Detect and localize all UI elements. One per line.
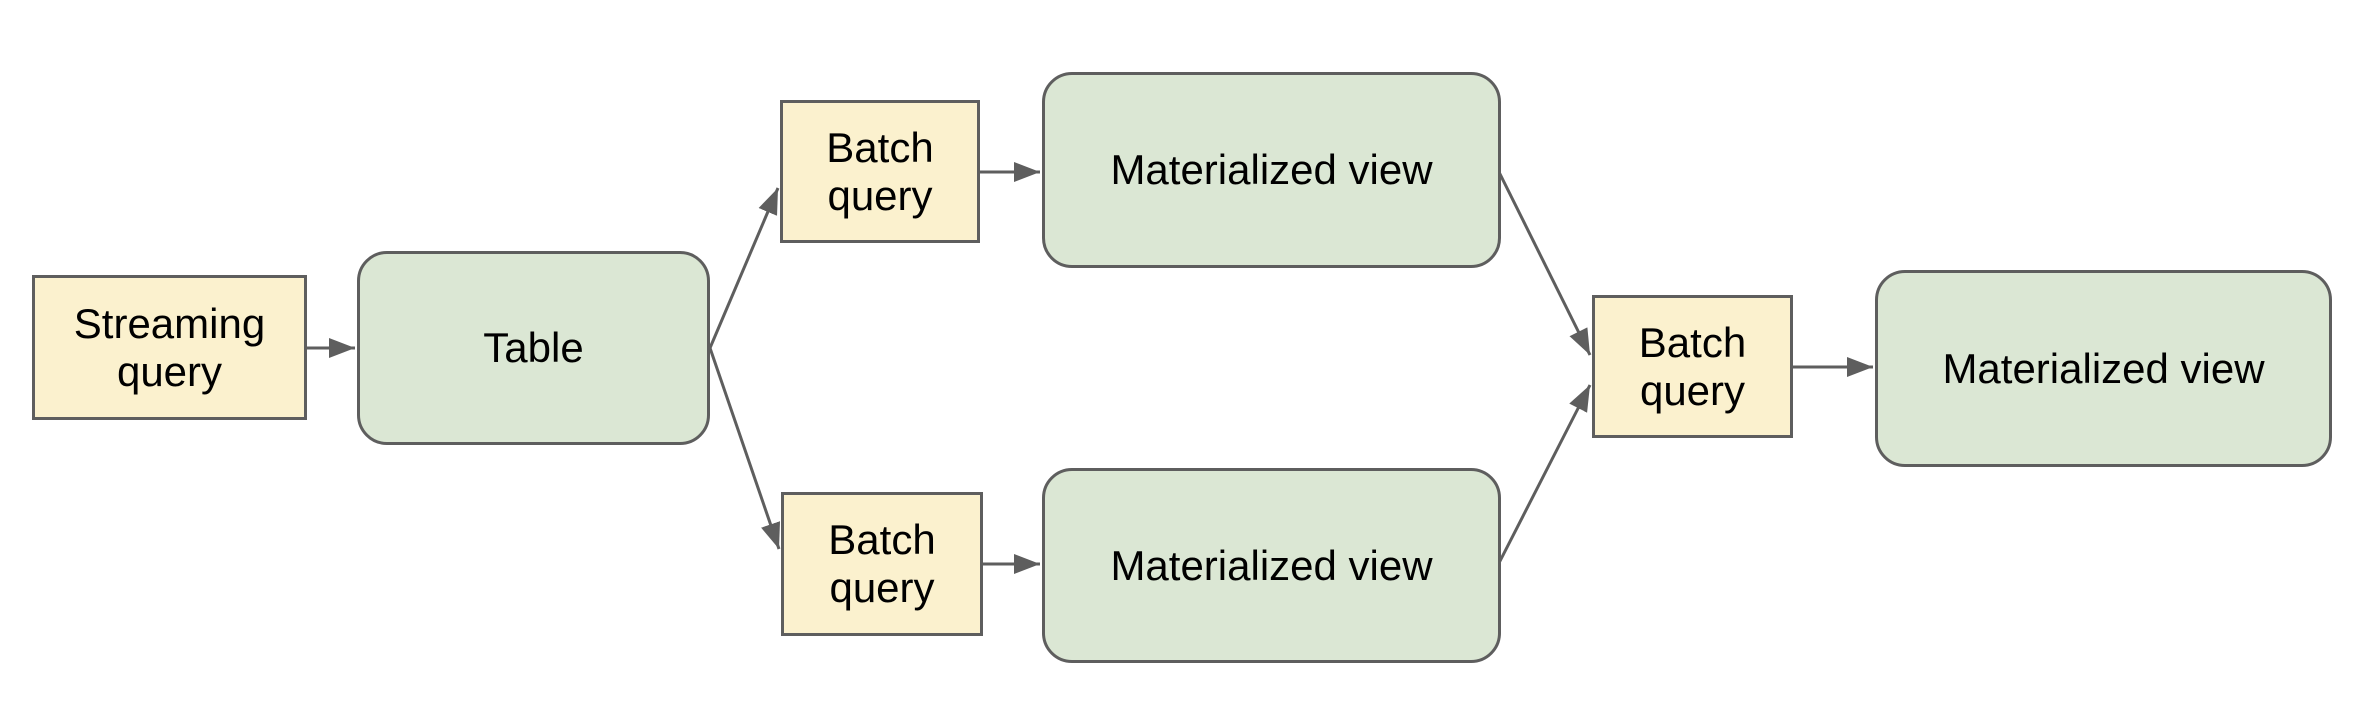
- node-batch-query-bottom-label: Batch query: [828, 516, 936, 611]
- connector-materialized-view-bottom-to-batch-query-right: [1497, 384, 1592, 564]
- node-materialized-view-bottom-label: Materialized view: [1110, 541, 1433, 589]
- node-streaming-query-label: Streaming query: [73, 299, 266, 395]
- node-batch-query-right-label: Batch query: [1638, 318, 1747, 414]
- node-table: Table: [357, 251, 710, 445]
- node-materialized-view-right-label: Materialized view: [1942, 344, 2265, 392]
- node-materialized-view-top-label: Materialized view: [1110, 146, 1433, 193]
- node-table-label: Table: [483, 324, 584, 371]
- node-batch-query-top-label: Batch query: [826, 123, 934, 219]
- node-batch-query-top: Batch query: [780, 100, 980, 243]
- connector-table-to-batch-query-bottom: [708, 347, 781, 550]
- node-materialized-view-right: Materialized view: [1875, 270, 2332, 467]
- node-batch-query-right: Batch query: [1592, 295, 1793, 438]
- node-streaming-query: Streaming query: [32, 275, 307, 420]
- node-batch-query-bottom: Batch query: [781, 492, 983, 636]
- connector-materialized-view-top-to-batch-query-right: [1497, 171, 1592, 356]
- connector-table-to-batch-query-top: [708, 187, 780, 349]
- node-materialized-view-bottom: Materialized view: [1042, 468, 1501, 663]
- node-materialized-view-top: Materialized view: [1042, 72, 1501, 268]
